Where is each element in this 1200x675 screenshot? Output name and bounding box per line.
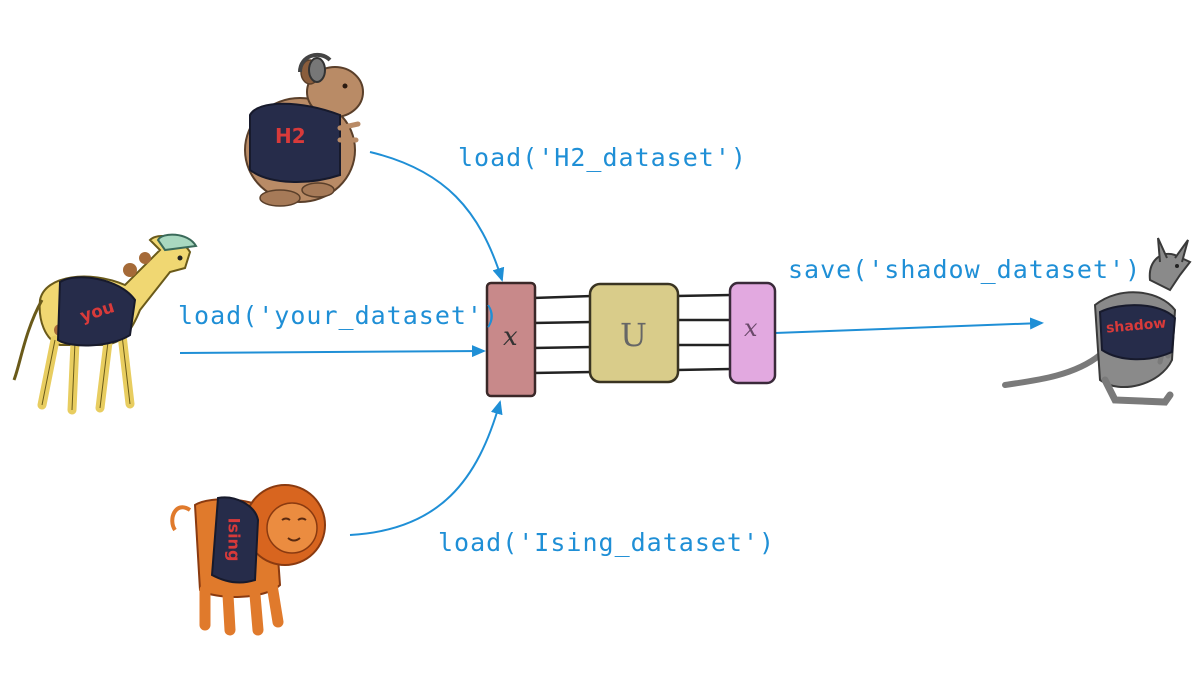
shadow-save-label: save('shadow_dataset'): [788, 255, 1142, 284]
hamster-shirt-text: H2: [275, 124, 306, 148]
quantum-circuit: [485, 281, 777, 398]
unitary-gate-label: U: [620, 316, 647, 354]
arrow-ising-to-circuit: [349, 400, 503, 536]
ising-load-label: load('Ising_dataset'): [438, 528, 776, 557]
output-gate: [728, 281, 777, 385]
giraffe-icon: [12, 233, 198, 415]
output-gate-label: x: [744, 314, 758, 342]
you-load-label: load('your_dataset'): [178, 301, 500, 330]
input-gate-label: x: [503, 322, 518, 352]
arrow-h2-to-circuit: [369, 151, 505, 282]
unitary-gate: [588, 282, 680, 384]
h2-load-label: load('H2_dataset'): [458, 143, 747, 172]
kangaroo-icon: [1002, 237, 1192, 406]
arrow-circuit-to-shadow: [774, 317, 1044, 334]
arrow-you-to-circuit: [179, 345, 486, 358]
hamster-icon: [244, 52, 364, 207]
lion-shirt-text: Ising: [224, 517, 244, 562]
input-gate: [485, 281, 537, 398]
circuit-wires: [532, 293, 732, 375]
lion-icon: [170, 484, 326, 636]
